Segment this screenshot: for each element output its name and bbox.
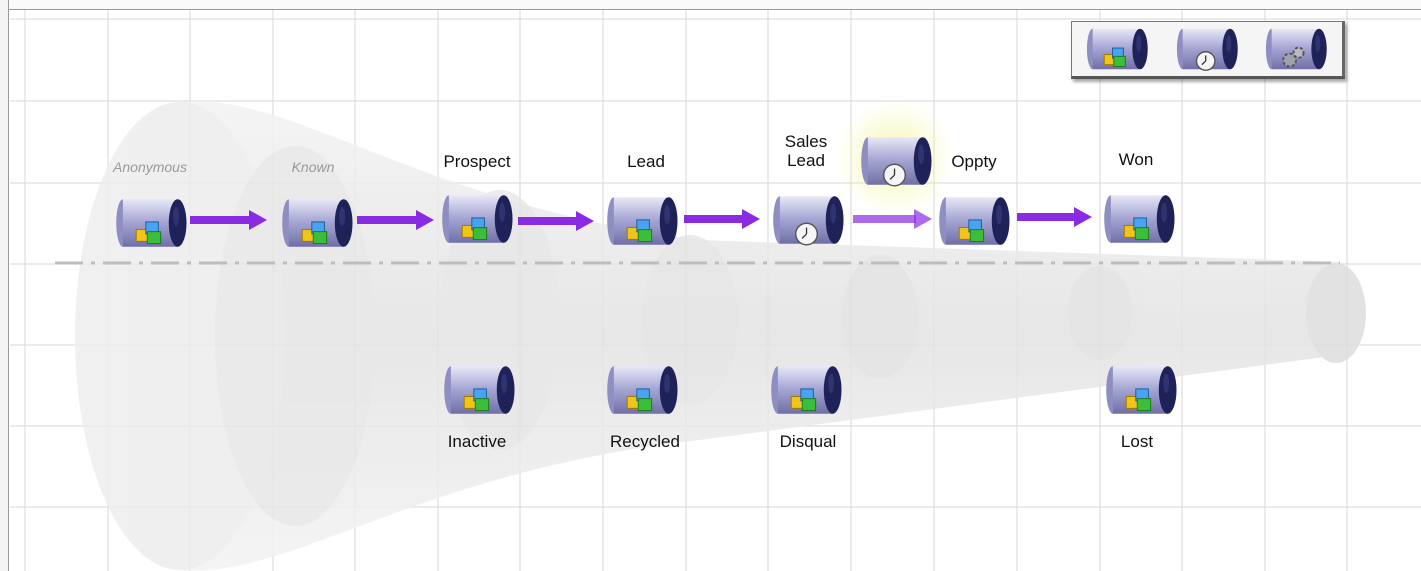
stage-type-palette: [1071, 21, 1345, 79]
stage-node-lead[interactable]: [605, 194, 679, 248]
blocks-icon: [1125, 388, 1152, 412]
blocks-icon: [135, 221, 162, 245]
clock-icon: [1195, 51, 1216, 71]
blocks-icon: [958, 219, 985, 243]
exit-label-disqual: Disqual: [779, 432, 837, 451]
palette-gear-button[interactable]: [1264, 26, 1328, 72]
blocks-icon: [301, 221, 328, 245]
flow-arrow: [357, 210, 434, 230]
blocks-icon: [461, 217, 488, 241]
flow-arrows: [190, 207, 1092, 231]
blocks-icon: [626, 219, 653, 243]
exit-label-inactive: Inactive: [447, 432, 507, 451]
sales-lead-timer-node[interactable]: [859, 134, 933, 188]
blocks-icon: [1103, 47, 1126, 67]
exit-node-lost[interactable]: [1104, 363, 1178, 417]
exit-label-recycled: Recycled: [610, 432, 680, 451]
stage-label-lead: Lead: [627, 152, 665, 171]
gears-icon: [1282, 46, 1305, 68]
exit-node-disqual[interactable]: [769, 363, 843, 417]
stage-node-oppty[interactable]: [937, 194, 1011, 248]
flow-arrow: [853, 209, 932, 229]
exit-node-recycled[interactable]: [605, 363, 679, 417]
clock-icon: [795, 222, 819, 246]
blocks-icon: [790, 388, 817, 412]
blocks-icon: [626, 388, 653, 412]
stage-node-sales-lead[interactable]: [771, 193, 845, 247]
canvas-left-frame: [0, 0, 9, 571]
stage-node-anonymous[interactable]: [114, 196, 188, 250]
stage-node-won[interactable]: [1102, 192, 1176, 246]
palette-stage-button[interactable]: [1085, 26, 1149, 72]
flow-arrow: [190, 210, 267, 230]
stage-label-known: Known: [291, 159, 335, 175]
stage-label-anonymous: Anonymous: [113, 159, 187, 175]
flow-arrow: [684, 209, 760, 229]
stage-node-known[interactable]: [280, 196, 354, 250]
stage-label-oppty: Oppty: [951, 152, 997, 171]
exit-node-inactive[interactable]: [442, 363, 516, 417]
blocks-icon: [1123, 217, 1150, 241]
stage-node-prospect[interactable]: [440, 192, 514, 246]
palette-timer-button[interactable]: [1175, 26, 1239, 72]
flow-arrow: [1017, 207, 1092, 227]
exit-label-lost: Lost: [1120, 432, 1154, 451]
stage-label-won: Won: [1118, 150, 1154, 169]
clock-icon: [883, 163, 907, 187]
stage-label-prospect: Prospect: [443, 152, 511, 171]
flow-arrow: [518, 211, 594, 231]
canvas-top-frame: [0, 0, 1421, 10]
blocks-icon: [463, 388, 490, 412]
stage-label-sales-lead: Sales Lead: [784, 132, 828, 170]
